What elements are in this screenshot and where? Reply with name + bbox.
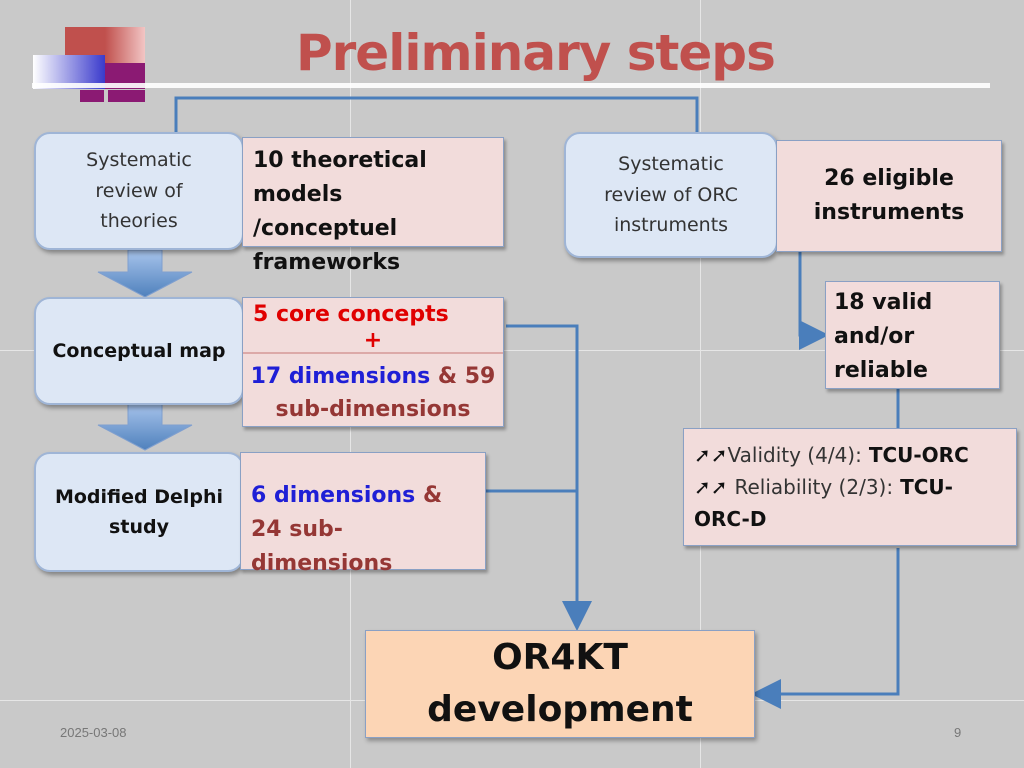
step-systematic-review-instruments: Systematic review of ORC instruments <box>564 132 778 258</box>
result-instruments: ➚➚Validity (4/4): TCU-ORC ➚➚ Reliability… <box>683 428 1017 546</box>
reliability-label: Reliability (2/3): <box>734 475 894 499</box>
result-text: 10 theoretical models /conceptuel framew… <box>253 148 427 276</box>
ampersand: & <box>422 483 443 508</box>
step-label: Systematic review of ORC instruments <box>604 153 738 237</box>
step-modified-delphi: Modified Delphi study <box>34 452 244 572</box>
subdimensions-count: 24 sub-dimensions <box>251 517 393 577</box>
step-label: Systematic review of theories <box>86 149 192 233</box>
ampersand: & <box>437 364 458 389</box>
slide-number: 9 <box>954 725 962 740</box>
result-line: OR4KT <box>492 636 628 678</box>
grid-line <box>0 350 1024 351</box>
step-conceptual-map: Conceptual map <box>34 297 244 405</box>
arrows-icon: ➚➚ <box>694 475 728 499</box>
result-valid: 18 valid and/or reliable <box>825 281 1000 389</box>
step-systematic-review-theories: Systematic review of theories <box>34 132 244 250</box>
page-title: Preliminary steps <box>296 24 776 82</box>
grid-line <box>700 0 701 768</box>
validity-instrument: TCU-ORC <box>868 443 969 467</box>
down-arrow-icon <box>97 402 193 451</box>
result-conceptual-map: 5 core concepts + 17 dimensions & 59 sub… <box>242 297 504 427</box>
down-arrow-icon <box>97 249 193 298</box>
dimensions-count: 6 dimensions <box>251 483 416 508</box>
validity-label: Validity (4/4): <box>727 443 862 467</box>
arrows-icon: ➚➚ <box>694 443 728 467</box>
dimensions-count: 17 dimensions <box>250 364 431 389</box>
result-text: 18 valid and/or reliable <box>834 290 933 384</box>
result-theories: 10 theoretical models /conceptuel framew… <box>242 137 504 275</box>
result-text: 26 eligible instruments <box>813 165 965 225</box>
core-concepts: 5 core concepts <box>253 302 449 327</box>
footer-date: 2025-03-08 <box>60 725 127 740</box>
plus-icon: + <box>363 328 383 354</box>
title-divider <box>32 83 990 88</box>
reliability-instrument: TCU-ORC-D <box>694 475 953 531</box>
result-line: development <box>427 689 693 730</box>
result-or4kt: OR4KT development <box>365 630 755 738</box>
result-delphi: 6 dimensions & 24 sub-dimensions <box>240 452 486 576</box>
result-eligible: 26 eligible instruments <box>776 140 1002 252</box>
subdimensions-count: 59 sub-dimensions <box>275 364 496 422</box>
step-label: Conceptual map <box>52 339 226 362</box>
step-label: Modified Delphi study <box>54 485 224 538</box>
